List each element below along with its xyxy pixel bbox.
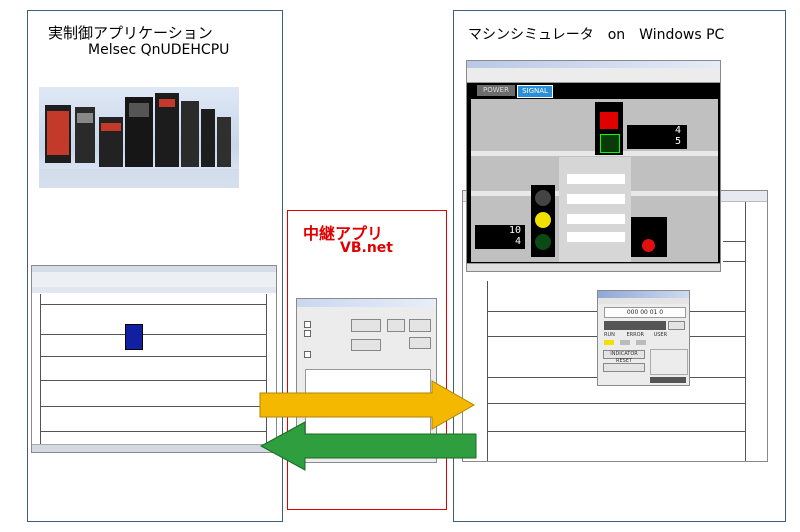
run-indicator: [604, 340, 614, 345]
relay-button-3[interactable]: [409, 319, 431, 332]
crosswalk-stripe: [567, 232, 625, 242]
dialog-label-error: ERROR: [626, 332, 644, 338]
middle-panel-title: 中継アプリ: [303, 224, 384, 243]
plc-ladder-editor-screenshot: [31, 265, 277, 453]
tab-power[interactable]: POWER: [477, 85, 515, 96]
right-panel-title: マシンシミュレータ on Windows PC: [468, 27, 725, 43]
dialog-bottom-strip: [650, 377, 686, 383]
counter-bottom-value-2: 4: [514, 236, 521, 247]
crosswalk-stripe: [567, 174, 625, 184]
relay-checkbox-2[interactable]: [304, 330, 311, 337]
relay-checkbox-1[interactable]: [304, 321, 311, 328]
dialog-label-user: USER: [653, 332, 668, 338]
indicator-reset-button[interactable]: INDICATOR RESET: [603, 350, 645, 364]
relay-button-2[interactable]: [387, 319, 405, 332]
vehicle-signal: [531, 185, 555, 257]
crosswalk-stripe: [567, 214, 625, 224]
crosswalk-stripe: [567, 194, 625, 204]
selected-cell-cursor: [125, 324, 143, 350]
relay-checkbox-3[interactable]: [304, 351, 311, 358]
dialog-status-labels: RUN ERROR USER: [604, 332, 684, 339]
counter-top-value-2: 5: [674, 136, 681, 147]
dialog-side-button[interactable]: [668, 321, 685, 330]
push-button[interactable]: [642, 239, 655, 252]
middle-panel-subtitle: VB.net: [340, 240, 393, 256]
counter-bottom: 10 4: [475, 225, 525, 249]
relay-app-window: [296, 298, 437, 463]
relay-log-area: [305, 369, 431, 457]
dialog-value-field: 000 00 01 0: [604, 307, 686, 318]
left-panel-title: 実制御アプリケーション: [48, 24, 213, 42]
plc-hardware-image: [39, 87, 239, 188]
dialog-label-run: RUN: [604, 332, 615, 338]
sim-canvas: 4 5 10 4: [471, 99, 718, 262]
pedestrian-signal: [595, 102, 623, 155]
plc-modules-drawing: [39, 93, 239, 188]
counter-top: 4 5: [627, 125, 687, 149]
push-button-panel: [631, 217, 667, 257]
relay-button-5[interactable]: [409, 337, 431, 349]
dialog-dark-field: [604, 321, 666, 330]
dialog-lower-button[interactable]: [603, 363, 645, 372]
dialog-mode-radio-group[interactable]: [650, 349, 688, 375]
simulator-window: POWER SIGNAL 4 5 10 4: [466, 60, 721, 272]
relay-button-1[interactable]: [351, 319, 381, 332]
tab-signal[interactable]: SIGNAL: [517, 85, 553, 98]
relay-button-4[interactable]: [351, 339, 381, 351]
counter-top-value-1: 4: [674, 125, 681, 136]
counter-bottom-value-1: 10: [508, 225, 521, 236]
user-indicator: [636, 340, 646, 345]
error-indicator: [620, 340, 630, 345]
left-panel-subtitle: Melsec QnUDEHCPU: [88, 42, 230, 58]
sim-control-dialog: 000 00 01 0 RUN ERROR USER INDICATOR RES…: [597, 290, 690, 386]
